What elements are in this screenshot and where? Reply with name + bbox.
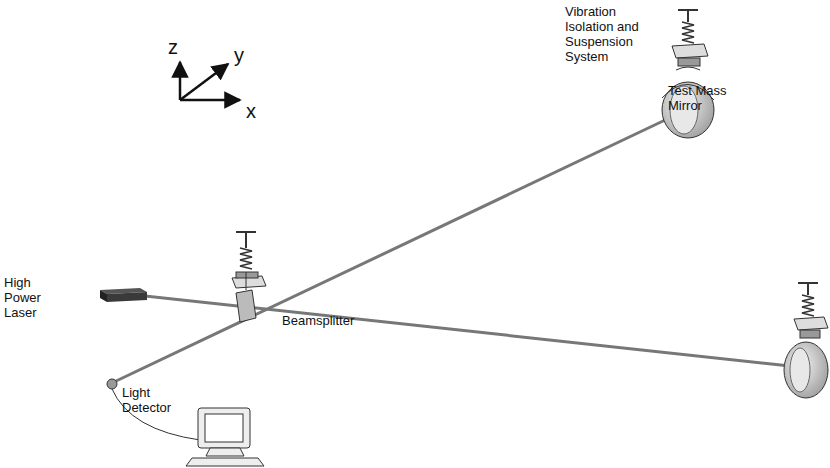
axis-label: y — [234, 44, 254, 66]
beamsplitter-label: Beamsplitter — [282, 313, 382, 328]
detector-label: Light Detector — [122, 385, 186, 415]
axis-label: z — [168, 36, 188, 58]
suspension-label: Vibration Isolation and Suspension Syste… — [565, 4, 657, 64]
laser-body — [100, 288, 147, 302]
end-mirror — [784, 283, 828, 398]
beamsplitter — [232, 232, 266, 322]
computer — [186, 408, 264, 466]
light-detector — [107, 379, 200, 440]
mirror-label: Test Mass Mirror — [668, 83, 746, 113]
laser-label: High Power Laser — [4, 275, 66, 320]
laser-beams — [114, 112, 790, 382]
axes — [180, 62, 240, 100]
axis-label: x — [246, 100, 266, 122]
test-mass-mirror — [662, 10, 714, 138]
